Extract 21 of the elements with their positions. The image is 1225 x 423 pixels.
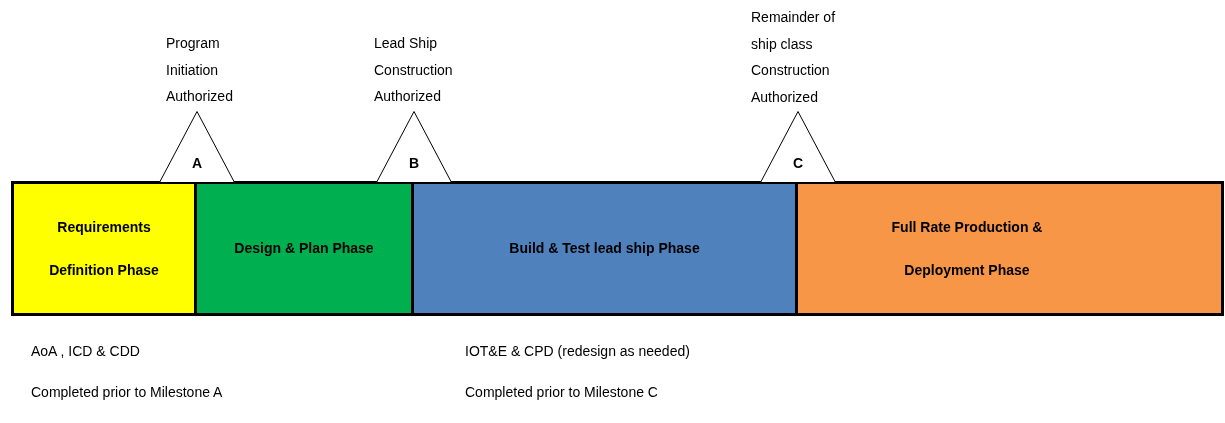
milestone-triangle (376, 111, 452, 183)
milestone-description: Remainder of ship class Construction Authorized (751, 8, 837, 107)
phase-label: Design & Plan Phase (233, 239, 375, 258)
phase-box (411, 181, 798, 316)
note-text: IOT&E & CPD (redesign as needed) (465, 343, 690, 359)
milestone-description: Lead Ship Construction Authorized (374, 34, 454, 106)
milestone-description: Program Initiation Authorized (166, 34, 234, 106)
phase-box (795, 181, 1224, 316)
milestone-triangle (159, 111, 235, 183)
note-text: Completed prior to Milestone A (31, 384, 223, 400)
note-text: AoA , ICD & CDD (31, 343, 140, 359)
phase-label: Requirements Definition Phase (48, 217, 160, 280)
milestone-letter: C (791, 155, 805, 171)
note-text: Completed prior to Milestone C (465, 384, 658, 400)
milestone-letter: B (407, 155, 421, 171)
milestone-triangle (760, 111, 836, 183)
phase-label: Build & Test lead ship Phase (508, 239, 701, 258)
milestone-letter: A (190, 155, 204, 171)
phase-box (11, 181, 197, 316)
phase-box (194, 181, 414, 316)
phase-label: Full Rate Production & Deployment Phase (890, 217, 1044, 280)
